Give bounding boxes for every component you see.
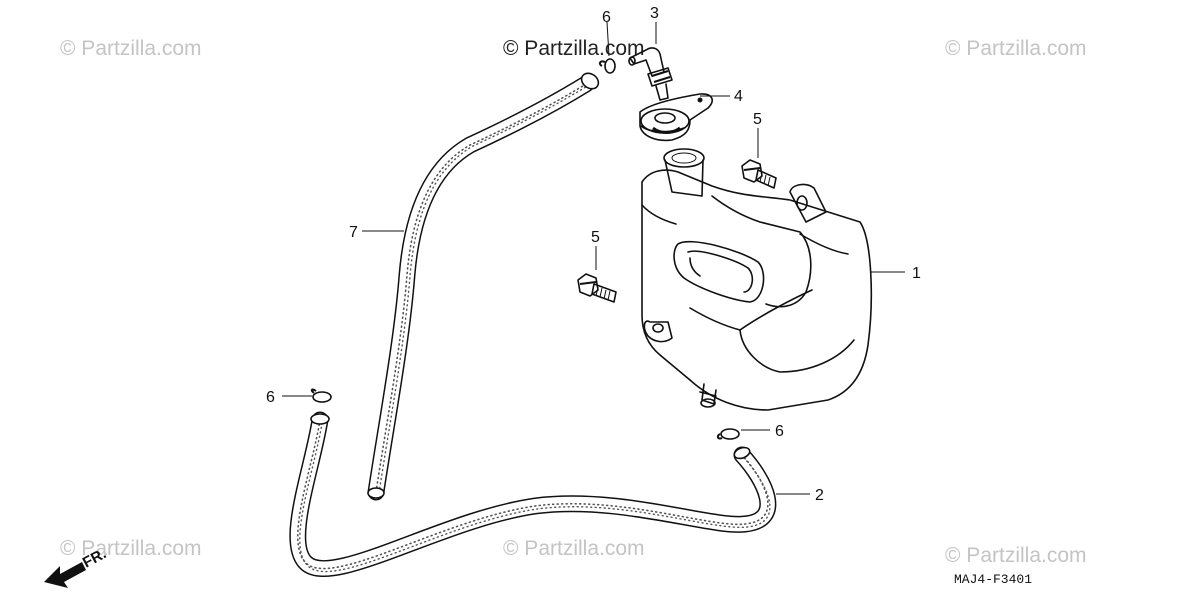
callout-clip-right: 6 xyxy=(775,423,784,440)
watermark-top-center: © Partzilla.com xyxy=(503,37,645,60)
callout-bolt-upper: 5 xyxy=(753,111,762,128)
watermark-top-left: © Partzilla.com xyxy=(60,37,202,60)
callout-clip-top: 6 xyxy=(602,9,611,26)
callout-cap-elbow: 3 xyxy=(650,5,659,22)
watermark-bottom-left: © Partzilla.com xyxy=(60,537,202,560)
clip-left[interactable] xyxy=(310,388,332,403)
callout-overflow-hose: 7 xyxy=(349,224,358,241)
callout-clip-left: 6 xyxy=(266,389,275,406)
watermark-top-right: © Partzilla.com xyxy=(945,37,1087,60)
tank-cap[interactable] xyxy=(639,93,713,142)
callout-tank-cap: 4 xyxy=(734,88,743,105)
watermark-bottom-right: © Partzilla.com xyxy=(945,544,1087,567)
bolt-left[interactable] xyxy=(577,273,617,303)
bolt-upper[interactable] xyxy=(741,159,777,189)
clip-right[interactable] xyxy=(716,428,740,440)
lower-hose[interactable] xyxy=(289,411,777,578)
clip-top[interactable] xyxy=(598,58,616,74)
cap-elbow[interactable] xyxy=(628,47,673,101)
callout-bolt-left: 5 xyxy=(591,229,600,246)
reservoir-tank[interactable] xyxy=(641,148,873,411)
watermark-bottom-center: © Partzilla.com xyxy=(503,537,645,560)
leader-lines xyxy=(282,21,905,495)
callout-lower-hose: 2 xyxy=(815,487,824,504)
overflow-hose[interactable] xyxy=(367,70,601,501)
diagram-code: MAJ4-F3401 xyxy=(954,572,1032,587)
callout-reservoir-tank: 1 xyxy=(912,265,921,282)
